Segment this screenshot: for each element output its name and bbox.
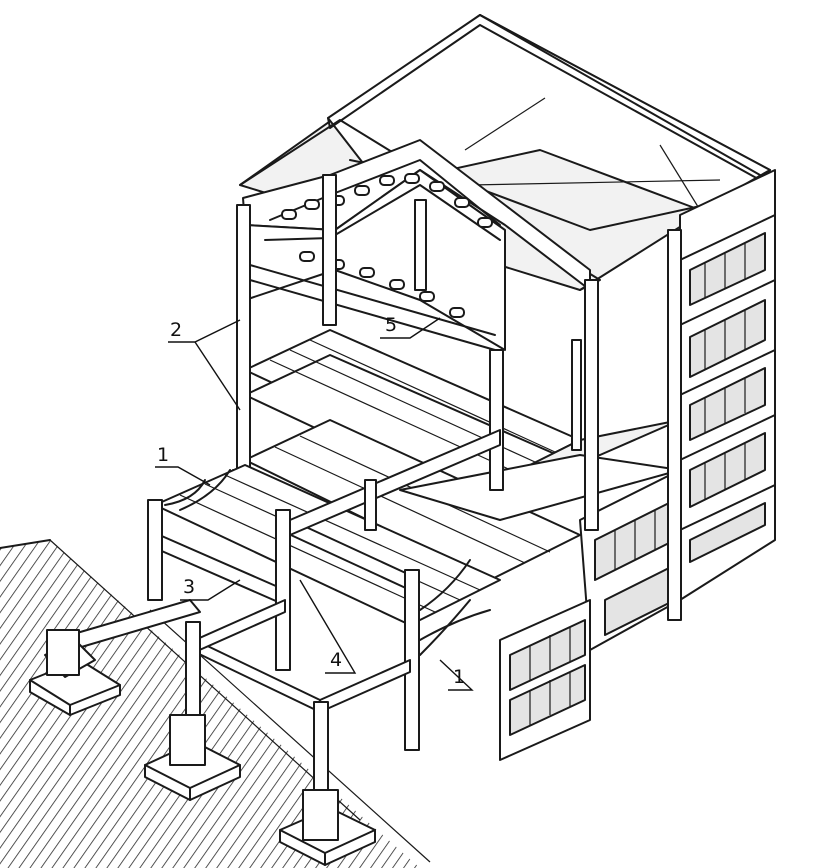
callout-4: 4 <box>299 579 357 674</box>
columns-upper <box>232 174 682 621</box>
callout-2: 2 <box>168 319 241 411</box>
svg-text:4: 4 <box>330 649 342 671</box>
callout-3: 3 <box>180 576 241 601</box>
callout-1-upper: 1 <box>155 444 211 486</box>
callout-1-lower: 1 <box>439 659 474 691</box>
footing-1 <box>29 629 121 716</box>
svg-text:3: 3 <box>183 576 195 598</box>
callout-5: 5 <box>380 314 441 339</box>
callout-labels: 2 5 1 3 4 1 <box>155 314 474 691</box>
footing-2 <box>144 714 241 801</box>
svg-text:1: 1 <box>157 444 169 466</box>
svg-text:2: 2 <box>170 319 182 341</box>
facade-wall <box>499 169 776 761</box>
lower-frame <box>147 429 501 751</box>
truss-openings <box>281 173 493 318</box>
footing-3 <box>279 789 376 866</box>
foundation <box>29 599 411 866</box>
svg-text:5: 5 <box>385 314 397 336</box>
